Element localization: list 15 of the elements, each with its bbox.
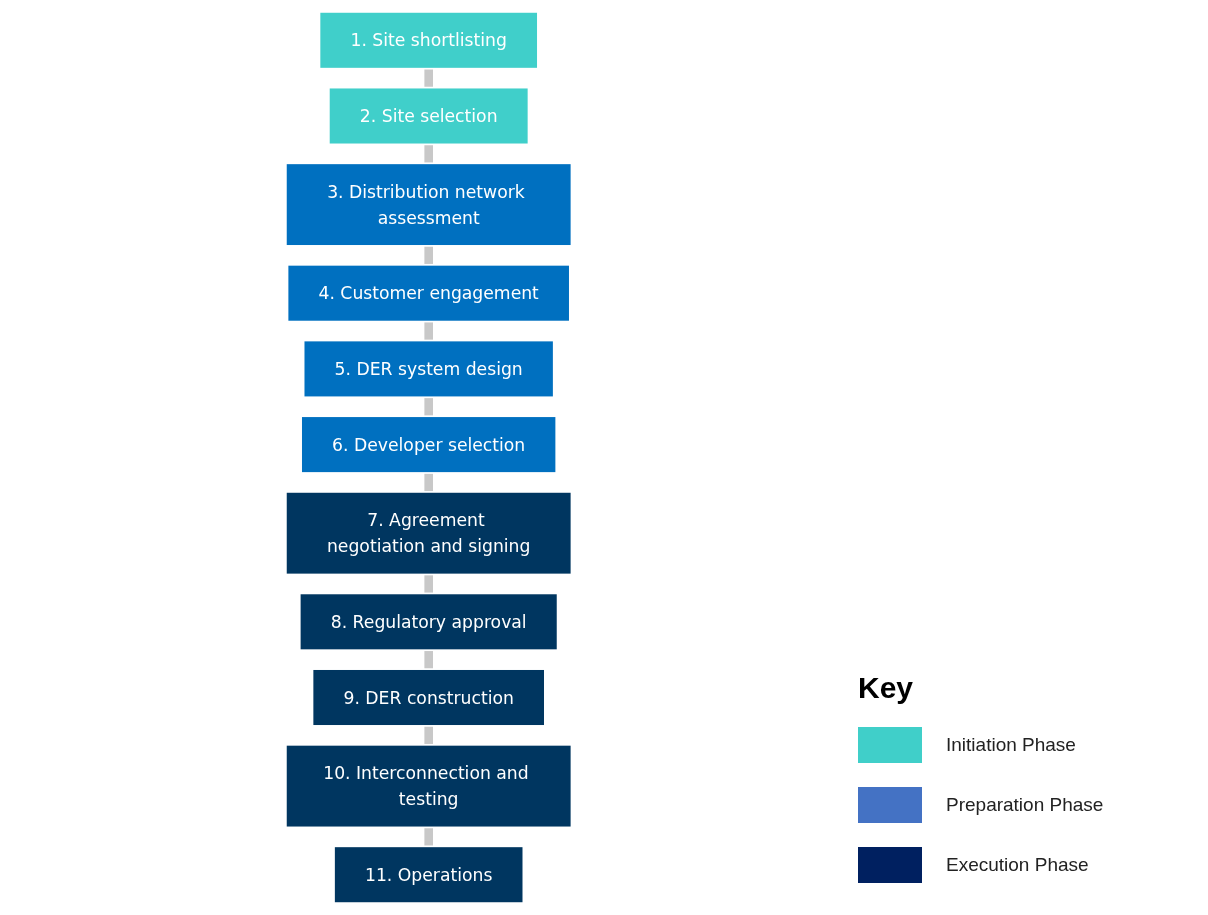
node-box: 4. Customer engagement [286, 263, 571, 323]
node-box: 6. Developer selection [300, 415, 558, 474]
legend-title: Key [858, 671, 915, 705]
node-box: 1. Site shortlisting [318, 11, 540, 70]
node-box: 3. Distribution network assessment [285, 162, 573, 247]
legend-label: Execution Phase [946, 854, 1089, 876]
legend-label: Initiation Phase [946, 734, 1076, 756]
node-box: 2. Site selection [328, 86, 530, 146]
node-box: 5. DER system design [303, 339, 555, 399]
node-box: 8. Regulatory approval [299, 592, 559, 652]
node-box: 11. Operations [333, 845, 525, 904]
node-box: 9. DER construction [311, 668, 547, 727]
legend-label: Preparation Phase [946, 794, 1104, 816]
node-box: 7. Agreement negotiation and signing [285, 491, 573, 576]
node-box: 10. Interconnection and testing [285, 743, 573, 829]
